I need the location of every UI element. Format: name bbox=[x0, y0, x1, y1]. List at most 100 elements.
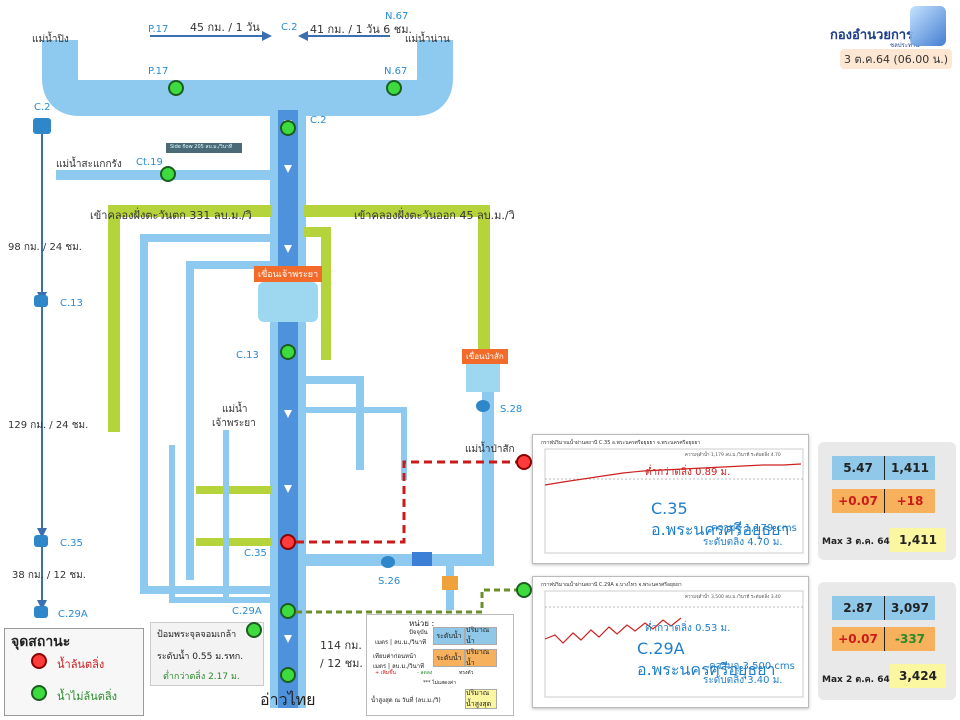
c29a-flow-value: 3,097 bbox=[891, 601, 929, 615]
c35-series bbox=[544, 463, 802, 486]
key-level-blue-text: ระดับน้ำ bbox=[436, 631, 462, 640]
distance-38: 38 กม. / 12 ชม. bbox=[12, 570, 86, 581]
c29a-chart-dot[interactable] bbox=[516, 582, 532, 598]
org-sub: ชลประทาน bbox=[890, 42, 920, 49]
station-n67-dot[interactable] bbox=[386, 80, 402, 96]
station-c13-left-label: C.13 bbox=[60, 298, 83, 309]
c29a-level-change-cell: +0.07 bbox=[832, 627, 884, 651]
station-c2-left-icon[interactable] bbox=[33, 118, 51, 134]
side-flow-label: Side flow 205 ลบ.ม./วินาที bbox=[170, 144, 233, 150]
key-present-label: ปัจจุบัน bbox=[409, 629, 428, 636]
station-c35-left-icon[interactable] bbox=[34, 535, 48, 547]
c29a-level-value: 2.87 bbox=[843, 601, 873, 615]
station-c29a-left-icon[interactable] bbox=[34, 606, 48, 618]
east-branch-2 bbox=[304, 407, 407, 480]
fort-station-dot[interactable] bbox=[246, 622, 262, 638]
station-s26-icon[interactable] bbox=[381, 556, 395, 568]
status-legend: จุดสถานะ น้ำล้นตลิ่ง น้ำไม่ล้นตลิ่ง bbox=[4, 628, 144, 716]
chao-phraya-dam-icon bbox=[258, 282, 318, 322]
c29a-max-cell: 3,424 bbox=[890, 664, 946, 688]
c29a-series bbox=[544, 617, 682, 644]
west-branch-2 bbox=[186, 261, 272, 580]
river-label-1: แม่น้ำ bbox=[222, 404, 248, 415]
station-c13-left-icon[interactable] bbox=[34, 295, 48, 307]
c29a-connector bbox=[296, 588, 522, 614]
c35-station-name: C.35 อ.พระนครศรีอยุธยา bbox=[651, 499, 790, 539]
c29a-capacity: ความจุ 3,500 cms bbox=[709, 661, 795, 672]
c29a-bank-level: ระดับตลิ่ง 3.40 ม. bbox=[703, 675, 783, 686]
left-travel-time: 45 กม. / 1 วัน bbox=[190, 21, 260, 34]
west-branch-4 bbox=[169, 445, 272, 603]
date-badge: 3 ต.ค.64 (06.00 น.) bbox=[840, 49, 952, 69]
logo-emblem-icon bbox=[910, 6, 946, 46]
c29a-level-cell: 2.87 bbox=[832, 596, 884, 620]
key-compare-label: เทียบค่าก่อนหน้า bbox=[373, 653, 417, 660]
station-p17-dot[interactable] bbox=[168, 80, 184, 96]
unit-key-box: หน่วย : ปัจจุบัน เมตร | ลบ.ม./วินาที เที… bbox=[366, 614, 514, 716]
c35-chart-dot[interactable] bbox=[516, 454, 532, 470]
east-canal-label: เข้าคลองฝั่งตะวันออก 45 ลบ.ม./วิ bbox=[354, 209, 515, 222]
station-c29a-dot[interactable] bbox=[280, 603, 296, 619]
east-canal-inner bbox=[304, 227, 331, 360]
ping-river-label: แม่น้ำปิง bbox=[32, 34, 69, 45]
c29a-max-label: Max 2 ต.ค. 64 bbox=[822, 675, 890, 685]
key-present-unit: เมตร | ลบ.ม./วินาที bbox=[375, 639, 427, 646]
distance-98: 98 กม. / 24 ชม. bbox=[8, 242, 82, 253]
station-c35-dot[interactable] bbox=[280, 534, 296, 550]
c29a-flow-change-value: -337 bbox=[894, 632, 926, 646]
key-volume-orange-text: ปริมาณน้ำ bbox=[466, 648, 490, 667]
date-text: 3 ต.ค.64 (06.00 น.) bbox=[843, 53, 949, 66]
sluice-gate-icon bbox=[412, 552, 432, 566]
c35-chart-title: กราฟปริมาณน้ำผ่านสถานี C.35 อ.พระนครศรีอ… bbox=[541, 440, 701, 446]
top-n67-label: N.67 bbox=[385, 11, 409, 22]
legend-overflow-dot bbox=[31, 653, 47, 669]
station-s28-icon[interactable] bbox=[476, 400, 490, 412]
station-c2-dot[interactable] bbox=[280, 120, 296, 136]
station-c29a-main-label: C.29A bbox=[232, 606, 262, 617]
main-channel-inner bbox=[278, 110, 298, 708]
c35-max-cell: 1,411 bbox=[890, 528, 946, 552]
c29a-flow-cell: 3,097 bbox=[884, 596, 935, 620]
key-level-tag-blue: ระดับน้ำ bbox=[433, 627, 465, 645]
nan-river-label: แม่น้ำน่าน bbox=[405, 34, 450, 45]
c35-chart-below-bank: ต่ำกว่าตลิ่ง 0.89 ม. bbox=[645, 467, 731, 478]
pasak-gate-icon bbox=[442, 576, 458, 590]
c29a-level-change-value: +0.07 bbox=[838, 632, 878, 646]
pasak-river-label: แม่น้ำป่าสัก bbox=[465, 444, 515, 455]
legend-normal-label: น้ำไม่ล้นตลิ่ง bbox=[57, 690, 117, 703]
station-ct19-dot[interactable] bbox=[160, 166, 176, 182]
station-s26-label: S.26 bbox=[378, 576, 401, 587]
fort-level: ระดับน้ำ 0.55 ม.รทก. bbox=[157, 652, 244, 662]
station-c13-dot[interactable] bbox=[280, 344, 296, 360]
c29a-values-panel: 2.87 3,097 +0.07 -337 Max 2 ต.ค. 64 3,42… bbox=[818, 582, 956, 700]
distance-114-b: / 12 ชม. bbox=[320, 657, 363, 670]
station-c13-main-label: C.13 bbox=[236, 350, 259, 361]
right-travel-time: 41 กม. / 1 วัน 6 ชม. bbox=[310, 23, 412, 36]
fort-info-box: ป้อมพระจุลจอมเกล้า ระดับน้ำ 0.55 ม.รทก. … bbox=[150, 622, 264, 686]
key-volume-tag-blue: ปริมาณน้ำ bbox=[465, 626, 497, 645]
station-c2-main-label: C.2 bbox=[310, 115, 327, 126]
c35-flow-change-cell: +18 bbox=[884, 489, 935, 513]
key-volume-blue-text: ปริมาณน้ำ bbox=[466, 626, 490, 645]
c35-flow-cell: 1,411 bbox=[884, 456, 935, 480]
key-steady: ทรงตัว bbox=[459, 670, 474, 676]
station-c2-left-label: C.2 bbox=[34, 102, 51, 113]
c29a-station-name: C.29A อ.พระนครศรีอยุธยา bbox=[637, 639, 776, 679]
c29a-chart-card: กราฟปริมาณน้ำผ่านสถานี C.29A อ.บางไทร จ.… bbox=[532, 576, 809, 708]
gulf-station-dot[interactable] bbox=[280, 667, 296, 683]
arrow-right-head bbox=[298, 31, 308, 41]
c35-level-change-cell: +0.07 bbox=[832, 489, 884, 513]
station-n67-label: N.67 bbox=[384, 66, 408, 77]
pasak-river bbox=[304, 385, 494, 566]
gulf-label: อ่าวไทย bbox=[260, 690, 316, 709]
timeline-arrow-3 bbox=[37, 600, 47, 610]
station-s28-label: S.28 bbox=[500, 404, 523, 415]
key-max-label: น้ำสูงสุด ณ วันที่ (ลบ.ม./วิ) bbox=[371, 697, 441, 704]
c29a-chart-title: กราฟปริมาณน้ำผ่านสถานี C.29A อ.บางไทร จ.… bbox=[541, 582, 682, 588]
c35-bank-level: ระดับตลิ่ง 4.70 ม. bbox=[703, 537, 783, 548]
c35-capacity: ความจุ 1,179 cms bbox=[711, 523, 797, 534]
c29a-chart-below-bank: ต่ำกว่าตลิ่ง 0.53 ม. bbox=[645, 623, 731, 634]
c35-level-cell: 5.47 bbox=[832, 456, 884, 480]
c35-max-value: 1,411 bbox=[899, 533, 937, 547]
c35-values-panel: 5.47 1,411 +0.07 +18 Max 3 ต.ค. 64 1,411 bbox=[818, 442, 956, 560]
